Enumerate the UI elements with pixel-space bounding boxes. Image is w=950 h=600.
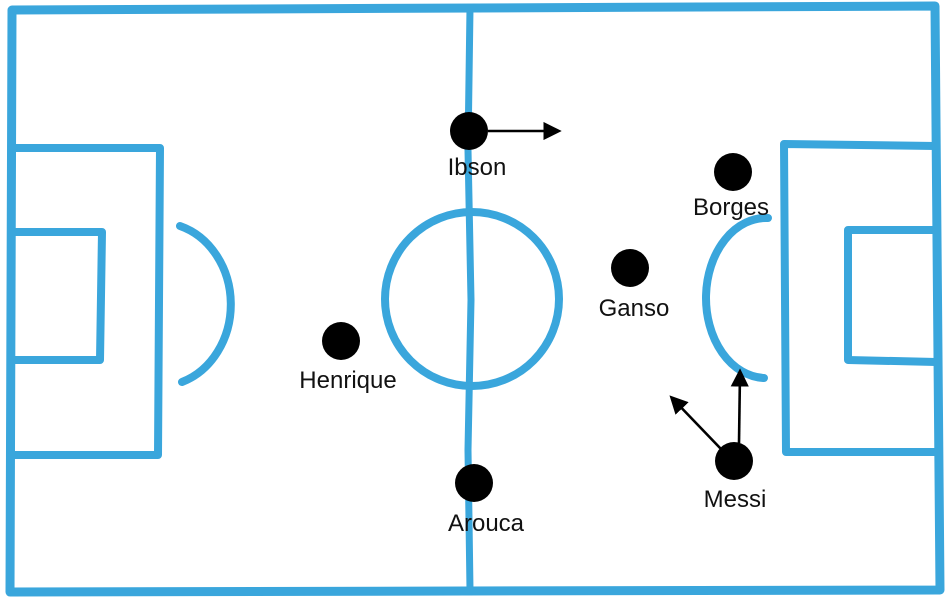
player-name-label: Henrique — [299, 367, 396, 394]
pitch-outline — [5, 1, 945, 597]
messi-run-arrow-diagonal — [669, 395, 722, 450]
player-marker — [714, 153, 752, 191]
player-messi: Messi — [704, 442, 767, 513]
player-ganso: Ganso — [599, 249, 670, 322]
player-henrique: Henrique — [299, 322, 397, 394]
player-name-label: Arouca — [448, 510, 525, 537]
left-goal-area — [10, 228, 106, 364]
player-ibson: Ibson — [448, 112, 507, 181]
right-penalty-arc — [702, 213, 772, 382]
left-penalty-area — [8, 144, 164, 459]
player-arouca: Arouca — [448, 464, 525, 537]
player-marker — [455, 464, 493, 502]
messi-run-arrow-forward — [730, 368, 749, 444]
halfway-line — [464, 4, 475, 594]
player-marker — [715, 442, 753, 480]
center-circle — [381, 208, 563, 390]
pitch-markings — [5, 1, 945, 597]
player-name-label: Ibson — [448, 154, 507, 181]
player-name-label: Borges — [693, 194, 769, 221]
player-borges: Borges — [693, 153, 769, 221]
player-marker — [322, 322, 360, 360]
player-marker — [611, 249, 649, 287]
left-penalty-arc — [176, 222, 235, 386]
player-name-label: Messi — [704, 486, 767, 513]
movement-arrows — [488, 121, 749, 450]
right-penalty-area — [780, 140, 940, 456]
right-goal-area — [844, 226, 940, 366]
player-marker — [450, 112, 488, 150]
player-name-label: Ganso — [599, 295, 670, 322]
